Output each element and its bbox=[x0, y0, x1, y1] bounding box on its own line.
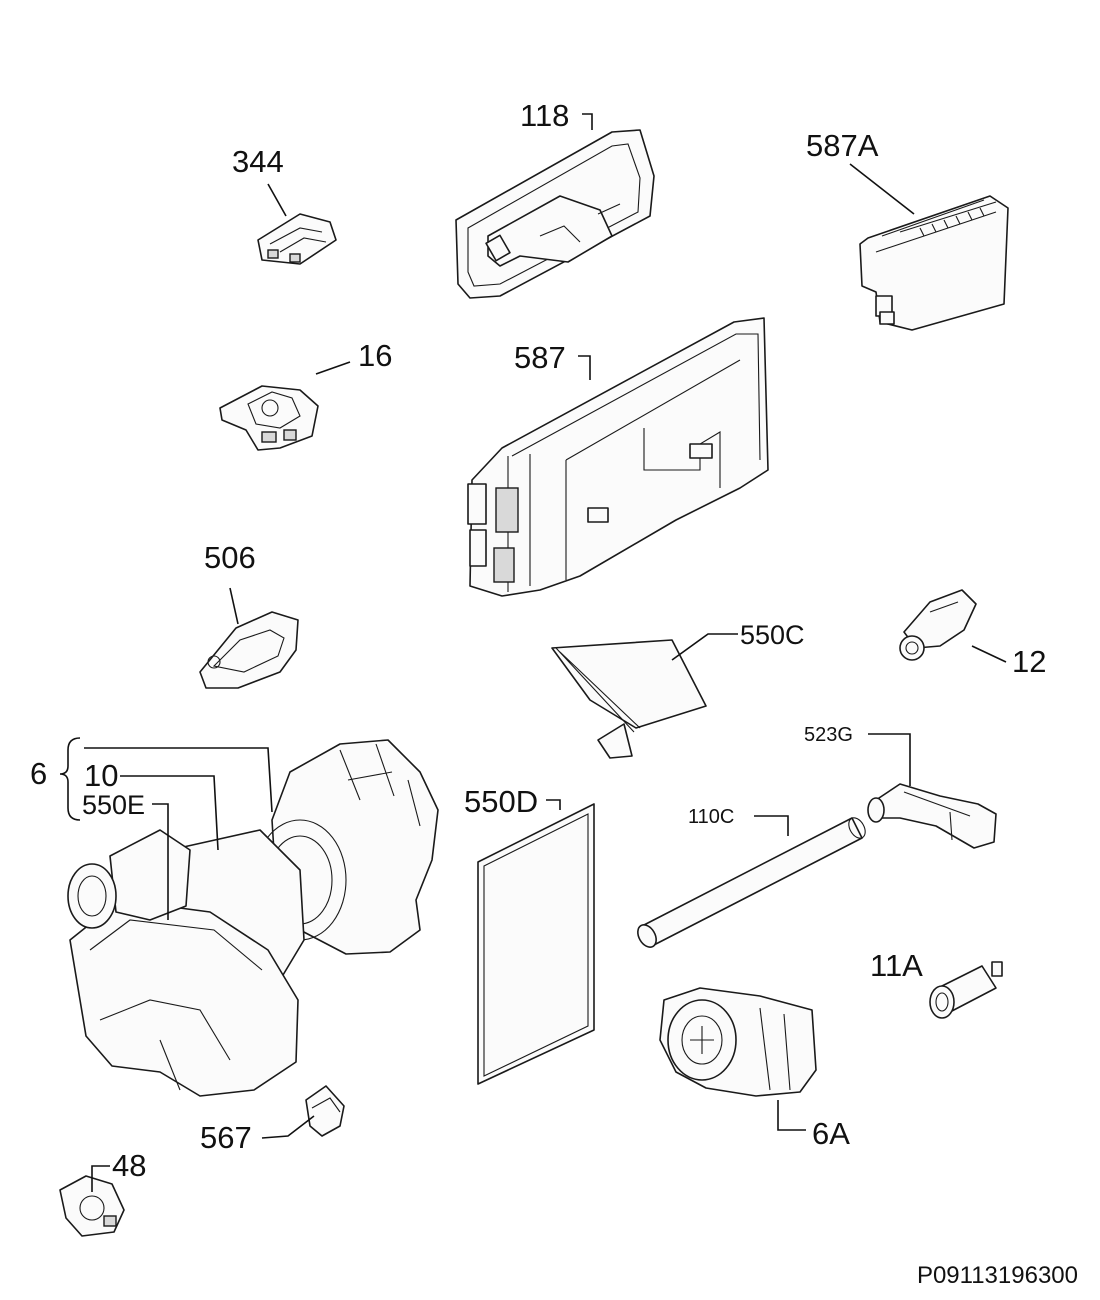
leader-10 bbox=[120, 775, 219, 851]
part-587A-module bbox=[859, 195, 1009, 331]
part-6A-drain-pump bbox=[659, 987, 817, 1097]
label-344: 344 bbox=[232, 144, 284, 179]
part-48-sensor bbox=[59, 1175, 125, 1237]
part-16-lock bbox=[219, 385, 319, 451]
label-550D: 550D bbox=[464, 784, 538, 819]
label-567: 567 bbox=[200, 1120, 252, 1155]
part-523G-connector bbox=[867, 783, 997, 849]
label-550C: 550C bbox=[740, 620, 805, 650]
part-110C-hose bbox=[637, 817, 866, 948]
leader-550E bbox=[152, 803, 169, 920]
leader-12 bbox=[971, 645, 1007, 663]
leader-6 bbox=[84, 747, 273, 813]
part-118-panel bbox=[455, 129, 655, 299]
label-10: 10 bbox=[84, 758, 118, 793]
leader-587A bbox=[849, 163, 915, 215]
label-11A: 11A bbox=[870, 948, 923, 983]
leader-550C bbox=[671, 633, 738, 661]
leader-587 bbox=[578, 355, 591, 380]
leader-48 bbox=[91, 1165, 110, 1192]
label-550E: 550E bbox=[82, 790, 145, 820]
label-506: 506 bbox=[204, 540, 256, 575]
label-110C: 110C bbox=[688, 806, 734, 828]
label-587A: 587A bbox=[806, 128, 879, 163]
brace-6 bbox=[59, 737, 81, 821]
reference-code: P09113196300 bbox=[916, 1262, 1078, 1289]
part-587-electronic-module bbox=[467, 317, 769, 597]
leader-567 bbox=[261, 1115, 315, 1139]
label-6: 6 bbox=[30, 756, 47, 791]
part-550D-pad bbox=[477, 803, 595, 1085]
label-523G: 523G bbox=[804, 724, 853, 746]
label-118: 118 bbox=[520, 98, 569, 133]
label-48: 48 bbox=[112, 1148, 146, 1183]
part-550C-cover bbox=[551, 639, 707, 759]
leader-110C bbox=[754, 815, 789, 836]
leader-506 bbox=[229, 587, 239, 625]
leader-6A bbox=[777, 1100, 806, 1131]
part-12-valve bbox=[899, 589, 977, 661]
leader-118 bbox=[582, 113, 593, 130]
leader-16 bbox=[315, 361, 351, 375]
label-16: 16 bbox=[358, 338, 392, 373]
part-506-sensor bbox=[199, 611, 299, 689]
part-567-block bbox=[305, 1085, 345, 1137]
label-587: 587 bbox=[514, 340, 566, 375]
leader-344 bbox=[267, 183, 287, 217]
label-12: 12 bbox=[1012, 644, 1046, 679]
part-6-pump-assembly bbox=[67, 739, 439, 1097]
part-344-switch bbox=[257, 213, 337, 265]
label-6A: 6A bbox=[812, 1116, 850, 1151]
leader-523G bbox=[868, 733, 911, 786]
part-11A-motor bbox=[929, 961, 1003, 1019]
leader-550D bbox=[546, 799, 561, 810]
